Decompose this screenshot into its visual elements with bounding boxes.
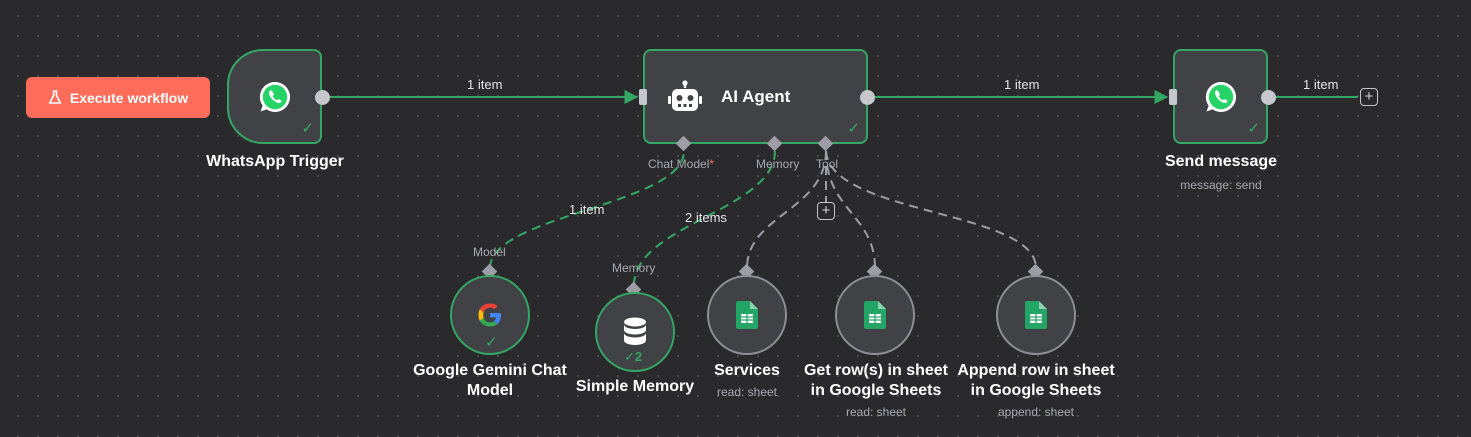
google-sheets-icon xyxy=(1025,301,1047,329)
get-rows-node[interactable] xyxy=(835,275,915,355)
success-check-icon: ✓ xyxy=(301,120,314,137)
add-node-button[interactable]: + xyxy=(1360,88,1378,106)
trigger-output-port[interactable] xyxy=(315,90,330,105)
success-check-icon: ✓ xyxy=(1247,120,1260,137)
services-subtitle: read: sheet xyxy=(716,385,778,399)
execute-workflow-label: Execute workflow xyxy=(69,89,189,106)
add-tool-button[interactable]: + xyxy=(817,202,835,220)
edge-label-gemini: 1 item xyxy=(569,202,605,217)
success-check-icon: ✓ xyxy=(485,334,498,351)
send-message-title: Send message xyxy=(1164,153,1278,170)
memory-port-label: Memory xyxy=(756,157,800,171)
gemini-chat-model-node[interactable]: ✓ xyxy=(450,275,530,355)
edge-tool-to-services[interactable] xyxy=(746,150,827,269)
append-row-title: Append row in sheet in Google Sheets xyxy=(957,362,1115,399)
gemini-port-label: Model xyxy=(473,245,506,259)
send-output-port[interactable] xyxy=(1261,90,1276,105)
ai-agent-title: AI Agent xyxy=(721,86,791,106)
run-count-badge: ✓2 xyxy=(624,349,643,364)
append-row-node[interactable] xyxy=(996,275,1076,355)
tool-port-label: Tool xyxy=(816,157,839,171)
edge-label-memory: 2 items xyxy=(685,210,727,225)
edge-label-agent-send: 1 item xyxy=(1004,77,1040,92)
success-check-icon: ✓ xyxy=(847,120,860,137)
services-node[interactable] xyxy=(707,275,787,355)
whatsapp-icon xyxy=(259,81,290,112)
robot-icon xyxy=(668,79,702,111)
send-message-node[interactable]: ✓ xyxy=(1173,49,1268,144)
google-sheets-icon xyxy=(736,301,758,329)
services-title: Services xyxy=(714,362,780,379)
google-g-icon xyxy=(478,303,501,327)
agent-input-port[interactable] xyxy=(639,89,647,105)
send-input-port[interactable] xyxy=(1169,89,1177,105)
whatsapp-icon xyxy=(1205,81,1236,112)
google-sheets-icon xyxy=(864,301,886,329)
get-rows-title: Get row(s) in sheet in Google Sheets xyxy=(803,362,949,399)
edge-gemini-to-agent[interactable] xyxy=(489,150,685,269)
send-message-subtitle: message: send xyxy=(1180,178,1262,192)
simple-memory-title: Simple Memory xyxy=(575,378,695,395)
whatsapp-trigger-node[interactable]: ✓ xyxy=(227,49,322,144)
edge-label-trigger-agent: 1 item xyxy=(467,77,503,92)
edge-tool-to-append-row[interactable] xyxy=(825,150,1037,269)
database-icon xyxy=(624,317,646,345)
edge-label-send-out: 1 item xyxy=(1303,77,1339,92)
execute-workflow-button[interactable]: Execute workflow xyxy=(26,77,210,118)
edge-memory-to-agent[interactable] xyxy=(633,150,776,286)
flask-icon xyxy=(48,90,62,104)
chat-model-port-label: Chat Model* xyxy=(648,157,715,171)
append-row-subtitle: append: sheet xyxy=(997,405,1075,419)
agent-output-port[interactable] xyxy=(860,90,875,105)
whatsapp-trigger-title: WhatsApp Trigger xyxy=(206,153,344,170)
ai-agent-node[interactable]: AI Agent ✓ xyxy=(643,49,868,144)
simple-memory-node[interactable]: ✓2 xyxy=(595,292,675,372)
gemini-title: Google Gemini Chat Model xyxy=(413,362,567,399)
get-rows-subtitle: read: sheet xyxy=(845,405,907,419)
memory-node-port-label: Memory xyxy=(612,261,656,275)
edge-tool-to-get-rows[interactable] xyxy=(825,150,876,269)
